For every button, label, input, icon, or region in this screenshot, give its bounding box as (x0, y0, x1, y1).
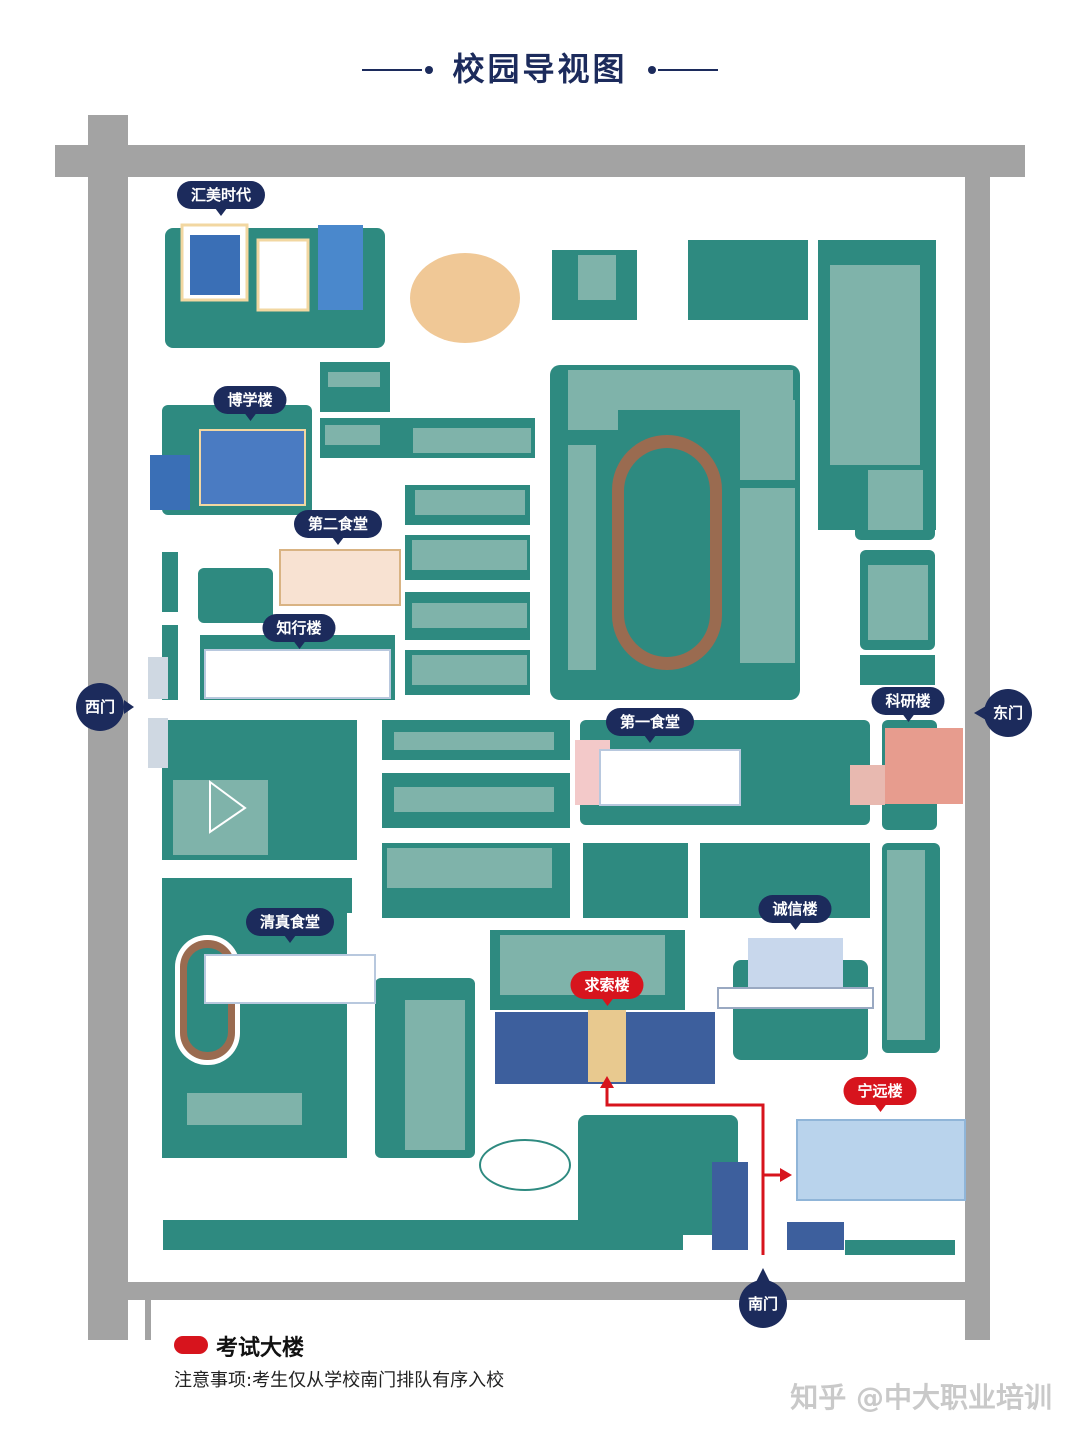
gate-east[interactable]: 东门 (984, 689, 1032, 737)
label-ningyuan[interactable]: 宁远楼 (843, 1077, 917, 1112)
title-dot-right (648, 66, 656, 74)
triangle-plaza (209, 780, 247, 834)
legend-swatch (174, 1336, 208, 1354)
gate-west[interactable]: 西门 (76, 683, 124, 731)
label-boxue[interactable]: 博学楼 (213, 386, 287, 421)
building-illustrations (148, 223, 966, 1250)
notice-text: 注意事项:考生仅从学校南门排队有序入校 (174, 1370, 505, 1391)
label-keyan[interactable]: 科研楼 (871, 687, 945, 722)
fountain (479, 1139, 571, 1191)
label-huimei[interactable]: 汇美时代 (176, 181, 266, 216)
gate-south[interactable]: 南门 (739, 1280, 787, 1328)
label-zhixing[interactable]: 知行楼 (262, 614, 336, 649)
page-title: 校园导视图 (452, 50, 628, 88)
title-line-right (658, 69, 718, 71)
sports-field (410, 253, 520, 343)
legend-label: 考试大楼 (216, 1336, 305, 1361)
label-qingzhen-shitang[interactable]: 清真食堂 (245, 908, 335, 943)
running-track (612, 435, 722, 670)
label-chengxin[interactable]: 诚信楼 (758, 895, 832, 930)
label-dier-shitang[interactable]: 第二食堂 (293, 510, 383, 545)
label-diyi-shitang[interactable]: 第一食堂 (605, 708, 695, 743)
title-dot-left (425, 66, 433, 74)
watermark: 知乎 @中大职业培训 (790, 1381, 1052, 1414)
exam-route (600, 1076, 792, 1255)
title-line-left (362, 69, 422, 71)
label-qiusuo[interactable]: 求索楼 (570, 971, 644, 1006)
